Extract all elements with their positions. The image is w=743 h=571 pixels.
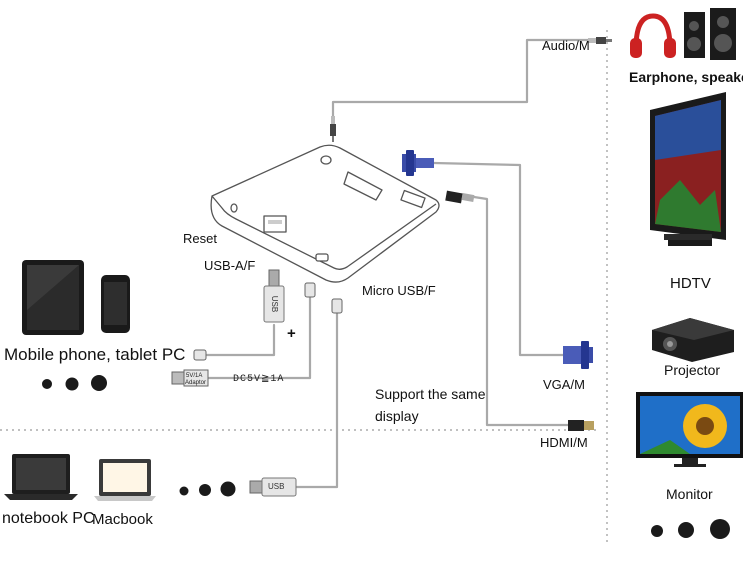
projector-label: Projector (664, 362, 721, 378)
usb-a-plug: USB (263, 269, 285, 323)
macbook-label: Macbook (92, 511, 153, 528)
dc-spec-label: DC5V≧1A (233, 374, 285, 385)
usb-a-cable (202, 323, 276, 357)
support-line2: display (375, 408, 419, 424)
monitor-icon (636, 392, 743, 467)
dots-display (651, 519, 730, 539)
headphone-icon (630, 13, 676, 58)
macbook-icon (94, 459, 156, 501)
hdtv-icon (650, 92, 726, 246)
vga-label: VGA/M (543, 377, 585, 392)
mobile-label: Mobile phone, tablet PC (4, 345, 186, 364)
notebook-icon (4, 454, 78, 500)
adaptor-line1: 5V/1A (186, 373, 203, 379)
box-hdmi-port (400, 189, 426, 209)
micro-usb-label: Micro USB/F (362, 283, 436, 298)
dots-notebook (179, 481, 236, 497)
speaker-icon (684, 8, 736, 60)
vga-connector-bottom (563, 341, 593, 369)
svg-text:USB: USB (270, 296, 279, 312)
adapter-box (210, 144, 440, 283)
audio-cable (331, 38, 591, 120)
projector-icon (652, 318, 734, 362)
audio-jack-top (588, 37, 612, 44)
adaptor-line2: Adaptor (185, 380, 207, 386)
notebook-label: notebook PC (2, 510, 95, 527)
hdtv-label: HDTV (670, 275, 711, 292)
hdmi-connector-top (445, 190, 475, 204)
vga-cable (432, 161, 565, 357)
usb-plug-label: USB (268, 482, 285, 491)
earphone-label: Earphone, speaker (629, 69, 743, 85)
tablet-icon (22, 260, 84, 335)
monitor-label: Monitor (666, 486, 713, 502)
reset-hole (230, 203, 238, 213)
hdmi-cable (472, 195, 570, 427)
phone-icon (101, 275, 130, 333)
reset-label: Reset (183, 231, 217, 246)
audio-jack-bottom (330, 116, 336, 142)
power-cable (206, 295, 312, 380)
box-vga-port (343, 171, 383, 201)
micro-usb-cable (294, 311, 339, 489)
audio-label: Audio/M (542, 38, 590, 53)
support-line1: Support the same (375, 386, 486, 402)
micro-plugs (193, 282, 343, 361)
power-adaptor (171, 369, 209, 387)
hdmi-label: HDMI/M (540, 435, 588, 450)
vga-connector-top (402, 150, 434, 176)
usb-plug-bottom (249, 477, 297, 497)
dots-mobile (42, 375, 107, 391)
dashed-dividers (0, 30, 608, 545)
cables (202, 38, 591, 489)
plus-label: + (287, 325, 296, 342)
micro-usb-port (315, 253, 329, 262)
usb-a-label: USB-A/F (204, 258, 256, 273)
hdmi-connector-bottom (568, 420, 594, 431)
